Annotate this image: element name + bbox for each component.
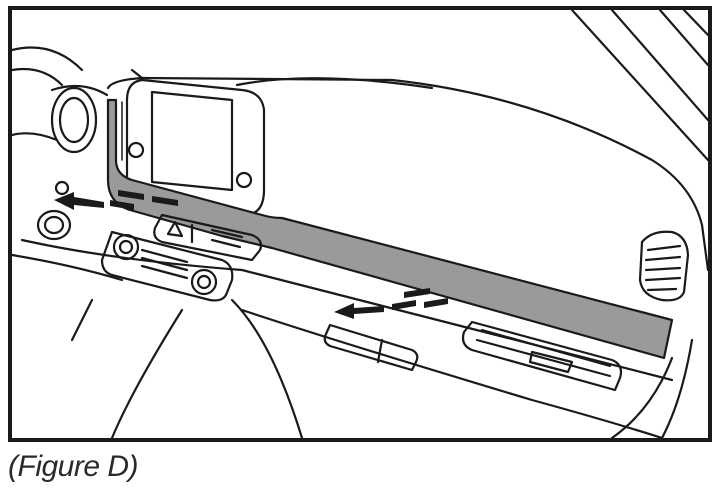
- left-vent: [36, 180, 72, 241]
- dashboard-illustration: [12, 10, 708, 438]
- right-air-vent: [638, 230, 690, 302]
- glovebox-handle: [323, 323, 419, 372]
- windshield-lines: [570, 10, 708, 162]
- hazard-button-icon: [166, 220, 184, 238]
- dashboard-top: [106, 68, 704, 227]
- figure-caption: (Figure D): [8, 450, 139, 483]
- right-door-edge: [610, 223, 708, 438]
- center-button-bar: [153, 213, 263, 262]
- left-pillar: [12, 46, 84, 142]
- center-console: [70, 298, 664, 438]
- passenger-vent-bar: [461, 320, 623, 392]
- figure-frame: [8, 6, 712, 442]
- removal-direction-arrow-icon: [54, 190, 448, 319]
- instrument-cluster: [50, 84, 109, 154]
- climate-panel: [100, 230, 234, 302]
